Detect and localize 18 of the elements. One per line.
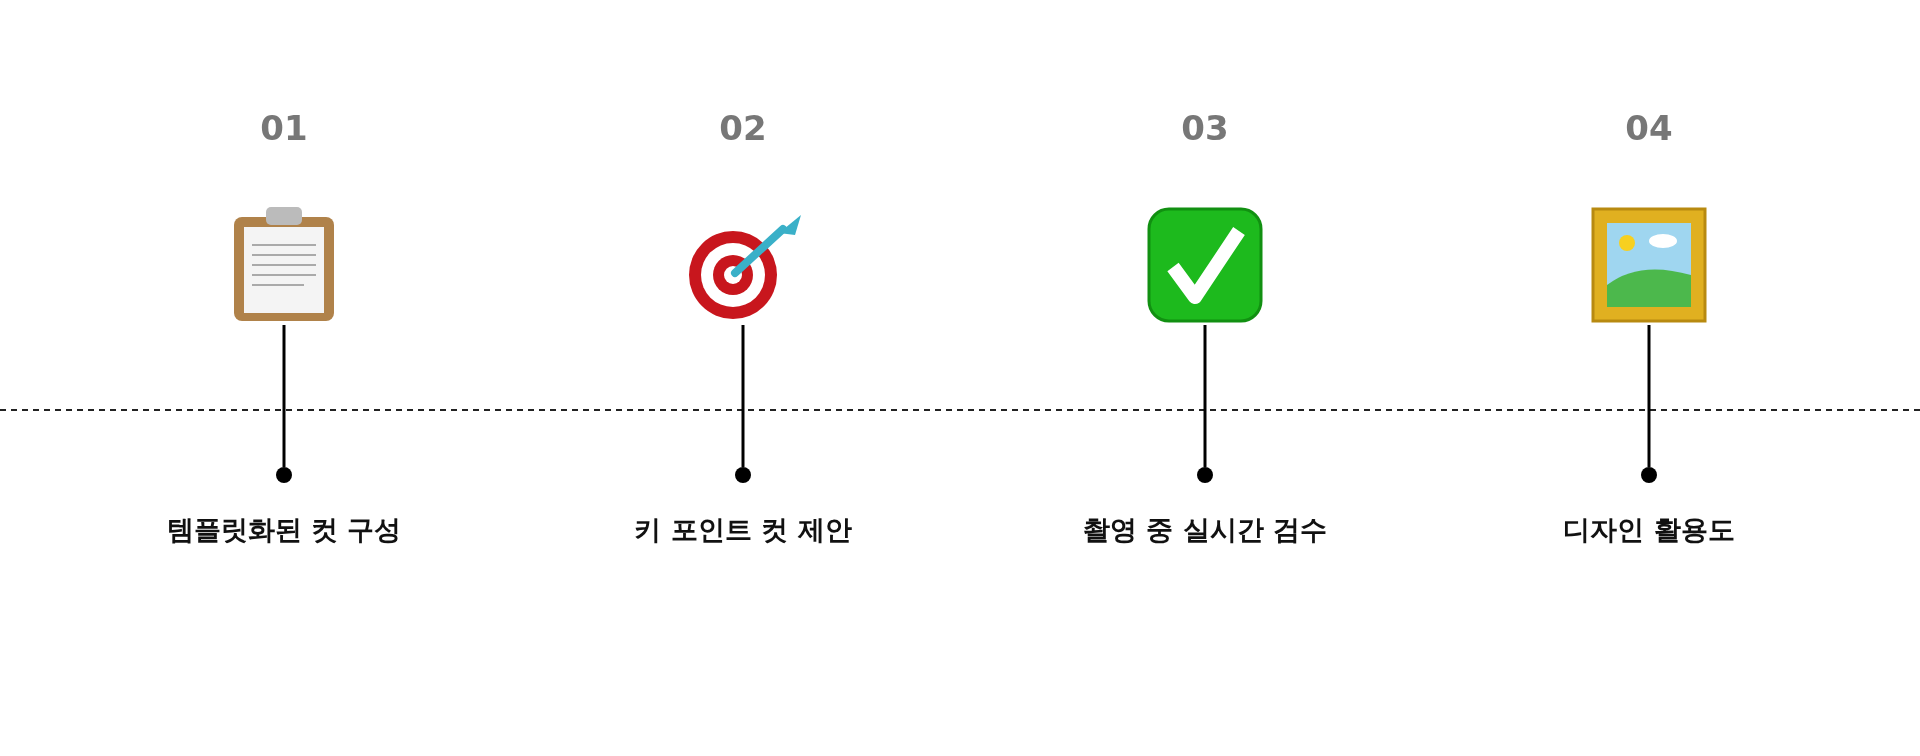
step-label: 템플릿화된 컷 구성 [166,512,402,548]
timeline-dot [735,467,751,483]
step-number: 01 [259,108,309,148]
step-number: 03 [1180,108,1230,148]
connector-line [1647,325,1651,467]
timeline-dot [1197,467,1213,483]
step-label: 디자인 활용도 [1563,512,1735,548]
step-number: 04 [1624,108,1674,148]
step-label: 촬영 중 실시간 검수 [1082,512,1328,548]
connector-line [741,325,745,467]
framed-picture-icon [1589,205,1709,325]
check-mark-icon [1145,205,1265,325]
connector-line [282,325,286,467]
step-number: 02 [718,108,768,148]
connector-line [1203,325,1207,467]
step-label: 키 포인트 컷 제안 [634,512,852,548]
timeline-dot [276,467,292,483]
timeline-dot [1641,467,1657,483]
